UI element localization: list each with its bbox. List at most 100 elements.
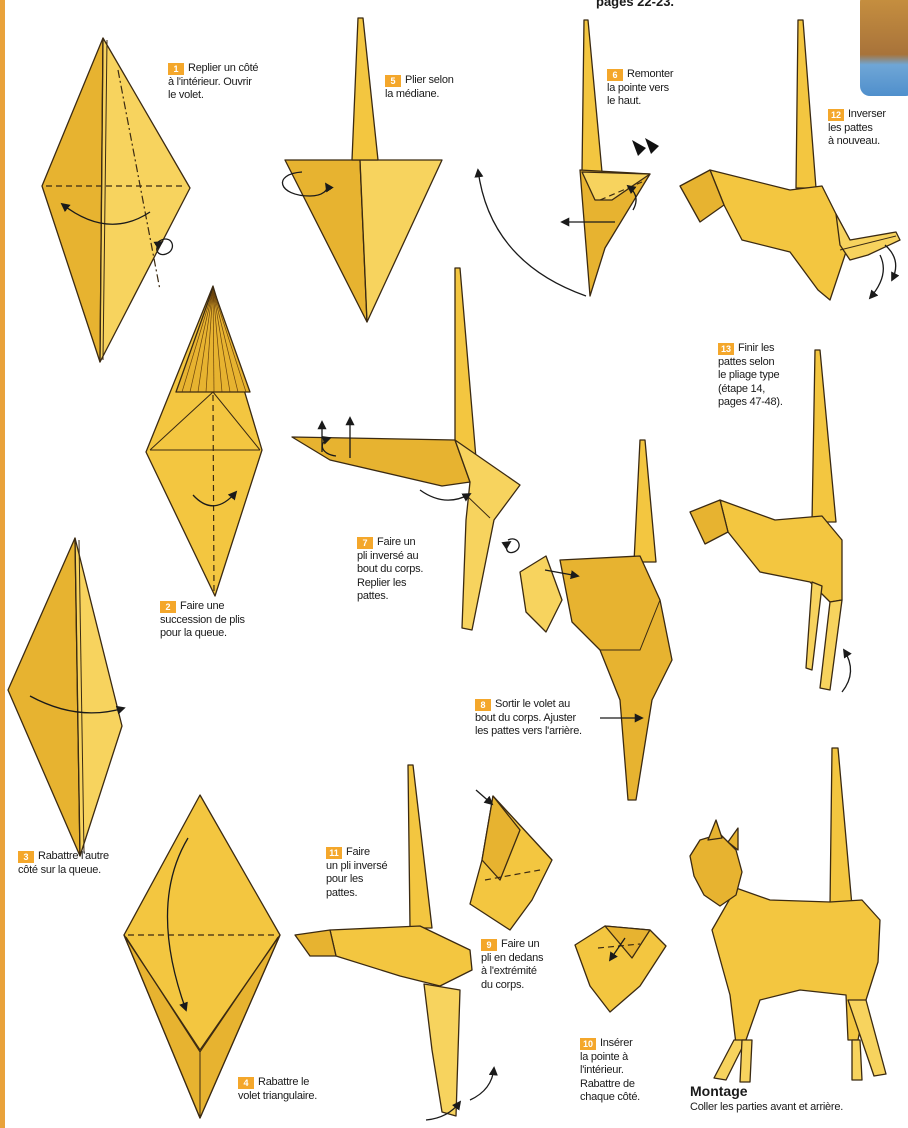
instruction-text: le pliage type [718,369,783,383]
instruction-text: volet triangulaire. [238,1090,317,1104]
step-number-badge: 9 [481,939,497,951]
step-11-instruction: 11 Faire un pli inversé pour les pattes. [326,846,387,900]
instruction-text: Rabattre l'autre [38,850,109,862]
instruction-text: pattes. [357,590,423,604]
montage-section: Montage Coller les parties avant et arri… [690,1082,843,1114]
figure-step-6 [478,20,659,296]
instruction-line: 4 Rabattre le [238,1076,317,1090]
instruction-text: Faire une [180,600,224,612]
figure-assembled-cat [690,748,886,1082]
step-number-badge: 7 [357,537,373,549]
push-arrowhead [645,138,659,154]
instruction-line: 12 Inverser [828,108,886,122]
instruction-text: à nouveau. [828,135,886,149]
figure-step-10 [575,926,666,1012]
step-number-badge: 1 [168,63,184,75]
fold-arrow [420,490,470,500]
instruction-line: 11 Faire [326,846,387,860]
cat-photo-thumbnail [860,0,908,96]
fold-arrow [870,255,883,298]
instruction-line: 9 Faire un [481,938,543,952]
figure-step-5 [282,18,442,322]
instruction-text: pli inversé au [357,550,423,564]
instruction-text: Rabattre le [258,1076,309,1088]
step-12-instruction: 12 Inverser les pattes à nouveau. [828,108,886,149]
instruction-text: bout du corps. [357,563,423,577]
instruction-text: Plier selon [405,74,454,86]
fold-arrow [842,650,851,692]
instruction-text: succession de plis [160,614,245,628]
fold-arrow [470,1068,494,1100]
instruction-text: pour la queue. [160,627,245,641]
instruction-text: Finir les [738,342,774,354]
step-4-instruction: 4 Rabattre le volet triangulaire. [238,1076,317,1103]
step-number-badge: 10 [580,1038,596,1050]
instruction-line: 7 Faire un [357,536,423,550]
instruction-text: Faire un [377,536,415,548]
instruction-text: la médiane. [385,88,454,102]
instruction-text: l'intérieur. [580,1064,640,1078]
fold-arrow [885,245,896,280]
step-3-instruction: 3 Rabattre l'autre côté sur la queue. [18,850,109,877]
step-1-instruction: 1 Replier un côté à l'intérieur. Ouvrir l… [168,62,258,103]
instruction-text: un pli inversé [326,860,387,874]
montage-instruction: Coller les parties avant et arrière. [690,1100,843,1114]
figure-step-8 [520,440,672,800]
instruction-line: 13 Finir les [718,342,783,356]
instruction-text: à l'intérieur. Ouvrir [168,76,258,90]
instruction-text: les pattes [828,122,886,136]
instruction-text: la pointe vers [607,82,673,96]
step-number-badge: 12 [828,109,844,121]
instruction-text: Replier un côté [188,62,258,74]
figure-step-2 [146,286,262,596]
instruction-text: Inverser [848,108,886,120]
step-number-badge: 11 [326,847,342,859]
step-number-badge: 13 [718,343,734,355]
turn-over-arrow [507,539,520,553]
step-number-badge: 5 [385,75,401,87]
instruction-line: 1 Replier un côté [168,62,258,76]
instruction-text: côté sur la queue. [18,864,109,878]
instruction-line: 2 Faire une [160,600,245,614]
instruction-text: Sortir le volet au [495,698,570,710]
figure-step-11 [295,765,494,1120]
instruction-text: pour les [326,873,387,887]
step-5-instruction: 5 Plier selon la médiane. [385,74,454,101]
step-10-instruction: 10 Insérer la pointe à l'intérieur. Rabat… [580,1037,640,1105]
step-number-badge: 2 [160,601,176,613]
instruction-text: le haut. [607,95,673,109]
instruction-text: bout du corps. Ajuster [475,712,582,726]
push-arrowhead [632,140,646,156]
instruction-text: Faire un [501,938,539,950]
instruction-line: 5 Plier selon [385,74,454,88]
instruction-text: le volet. [168,89,258,103]
step-number-badge: 4 [238,1077,254,1089]
figure-step-3 [8,538,124,856]
instruction-text: pli en dedans [481,952,543,966]
step-number-badge: 6 [607,69,623,81]
instruction-text: Faire [346,846,370,858]
instruction-text: Rabattre de [580,1078,640,1092]
step-number-badge: 3 [18,851,34,863]
instruction-text: les pattes vers l'arrière. [475,725,582,739]
figure-step-4 [124,795,280,1118]
fold-arrow [478,170,586,296]
figure-step-9 [470,790,552,930]
instruction-text: pattes. [326,887,387,901]
instruction-line: 10 Insérer [580,1037,640,1051]
instruction-text: Insérer [600,1037,633,1049]
step-2-instruction: 2 Faire une succession de plis pour la qu… [160,600,245,641]
instruction-text: la pointe à [580,1051,640,1065]
instruction-line: 6 Remonter [607,68,673,82]
instruction-text: pattes selon [718,356,783,370]
instruction-text: pages 47-48). [718,396,783,410]
instruction-text: (étape 14, [718,383,783,397]
instruction-text: Replier les [357,577,423,591]
instruction-text: Remonter [627,68,673,80]
